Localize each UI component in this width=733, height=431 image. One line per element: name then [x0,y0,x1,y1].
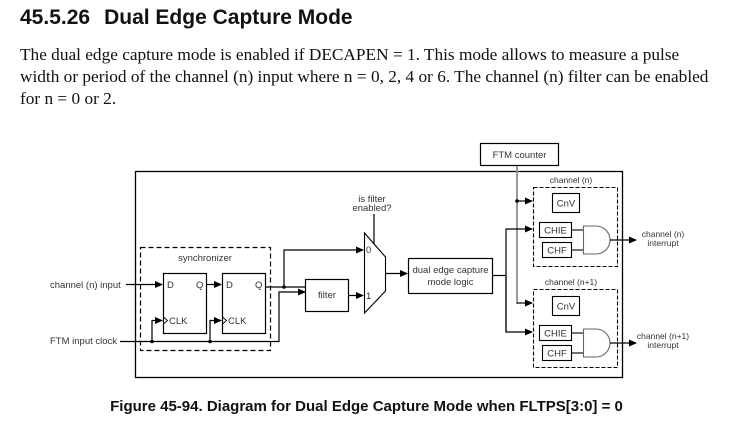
ff1-clk-label: CLK [169,316,188,327]
clock-to-ff1 [151,317,163,342]
ff1-q-label: Q [196,280,203,291]
flip-flop-1 [162,272,208,335]
ff1-clk-triangle-icon [163,316,169,325]
logic-to-chie-n1 [505,275,533,336]
ff2-d-label: D [226,280,233,291]
channel-n-chie-label: CHIE [544,226,567,237]
channel-n-chf-label: CHF [547,246,567,257]
flip-flop-2 [221,272,267,335]
ftm-module-box [134,170,624,379]
junction-dot [282,285,286,289]
ff2-clk-triangle-icon [222,316,228,325]
mux-input-0-label: 0 [366,245,371,256]
clock-wire [120,288,306,343]
channel-n-box [532,186,619,268]
channel-n1-chf-label: CHF [547,349,567,360]
channel-input-label: channel (n) input [50,280,121,291]
junction-dot [515,199,519,203]
junction-dot [208,339,212,344]
and-gate-n1-icon [582,328,611,358]
ff2-clk-label: CLK [228,316,247,327]
channel-n-cnv-box [551,192,581,214]
channel-n-interrupt-label-1: channel (n) [642,229,685,239]
synchronizer-box [139,246,272,352]
section-title: Dual Edge Capture Mode [104,6,353,29]
channel-n1-interrupt-label-1: channel (n+1) [637,331,689,341]
synchronizer-label: synchronizer [178,253,232,264]
channel-n-interrupt-label-2: interrupt [647,238,679,248]
junction-dot [150,339,154,344]
dual-edge-logic-label-2: mode logic [428,277,474,288]
section-number: 45.5.26 [20,6,91,29]
section-heading: 45.5.26 Dual Edge Capture Mode [20,6,353,30]
channel-n1-cnv-label: CnV [557,302,576,313]
ftm-counter-label: FTM counter [493,150,547,161]
clock-input-label: FTM input clock [50,336,117,347]
channel-n1-cnv-box [551,295,581,317]
dual-edge-logic-label-1: dual edge capture [412,265,488,276]
channel-n-label: channel (n) [550,175,593,185]
figure-caption: Figure 45-94. Diagram for Dual Edge Capt… [110,398,623,415]
channel-n1-label: channel (n+1) [545,277,597,287]
dual-edge-logic-box [407,257,494,295]
mux-select-label-1: is filter [358,194,385,205]
mux-select-label-2: enabled? [352,203,391,214]
and-gate-n-icon [582,225,611,255]
channel-n-cnv-label: CnV [557,199,576,210]
logic-to-chie-n [505,225,533,332]
bypass-wire [283,246,364,287]
clock-to-ff2 [209,317,222,342]
filter-box [304,278,350,313]
mux-input-1-label: 1 [366,291,371,302]
channel-n1-chie-box [538,324,573,342]
ftm-counter-box [479,142,560,167]
channel-n1-interrupt-label-2: interrupt [647,340,679,350]
channel-n1-chf-box [541,344,573,362]
ff1-d-label: D [167,280,174,291]
mux-shape [363,231,387,315]
filter-label: filter [318,290,336,301]
section-paragraph: The dual edge capture mode is enabled if… [20,45,709,108]
channel-n1-box [532,288,619,369]
channel-n-chie-box [538,221,573,239]
channel-n1-chie-label: CHIE [544,329,567,340]
ff2-q-label: Q [255,280,262,291]
channel-n-chf-box [541,241,573,259]
